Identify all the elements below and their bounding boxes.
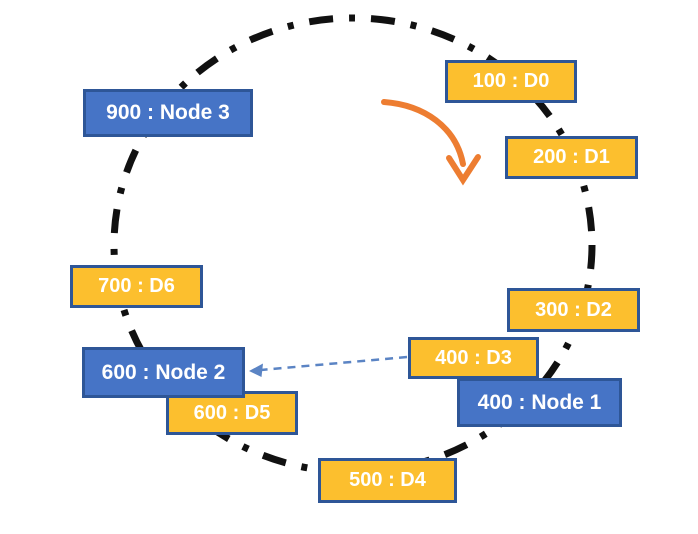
ring-item-node3: 900 : Node 3 — [83, 89, 253, 137]
ring-item-node1: 400 : Node 1 — [457, 378, 622, 427]
ring-item-d5: 600 : D5 — [166, 391, 298, 435]
clockwise-direction-arrow-icon — [381, 99, 481, 186]
ring-item-d6: 700 : D6 — [70, 265, 203, 308]
hash-ring-circle — [110, 14, 596, 476]
ring-item-d0: 100 : D0 — [445, 60, 577, 103]
ring-item-node2: 600 : Node 2 — [82, 347, 245, 398]
ring-item-d4: 500 : D4 — [318, 458, 457, 503]
d3-to-node2-arrow-icon — [249, 355, 408, 377]
ring-item-d3: 400 : D3 — [408, 337, 539, 379]
ring-item-d1: 200 : D1 — [505, 136, 638, 179]
ring-item-d2: 300 : D2 — [507, 288, 640, 332]
